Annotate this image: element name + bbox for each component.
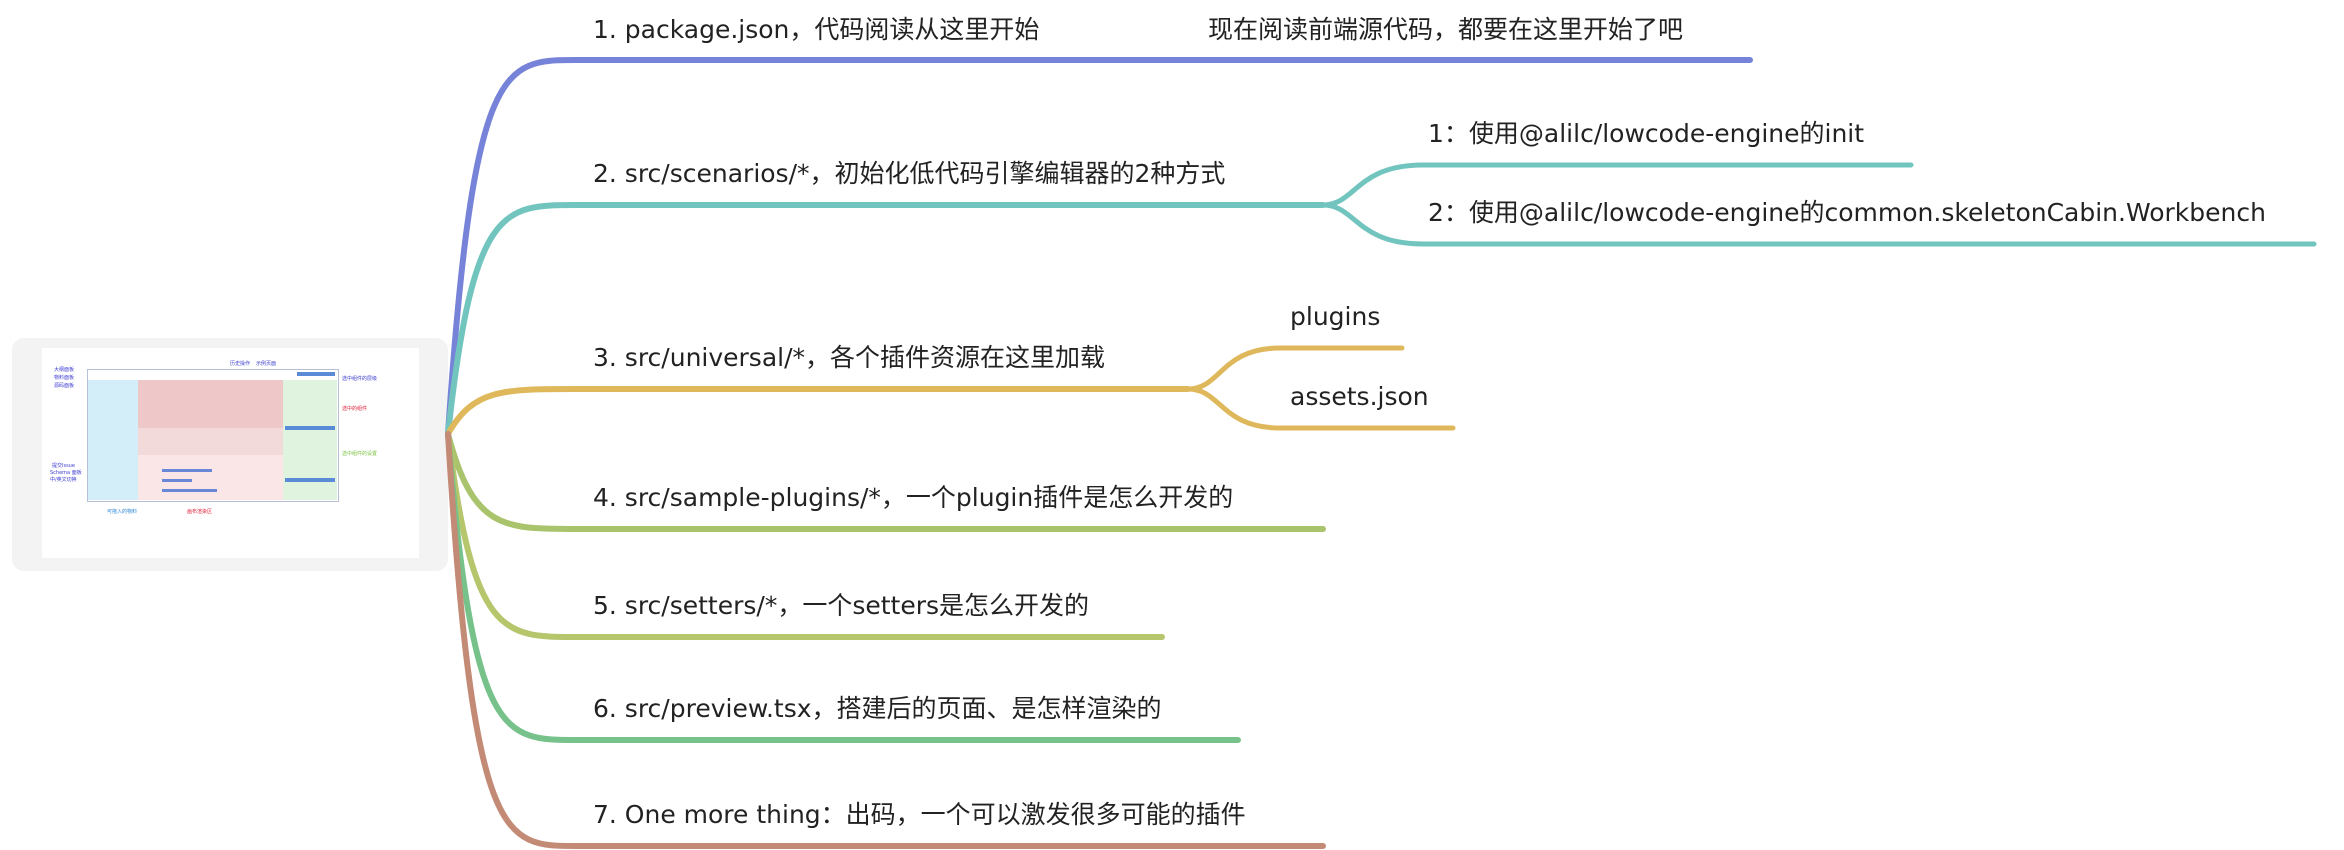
selected-component [138, 380, 283, 428]
bar [285, 478, 335, 482]
branch-3-child-1[interactable]: plugins [1290, 302, 1381, 331]
annotation: 画布渲染区 [187, 509, 213, 515]
branch-2-label[interactable]: 2. src/scenarios/*，初始化低代码引擎编辑器的2种方式 [593, 159, 1226, 188]
branch-2-connector [445, 202, 1326, 437]
branch-5-connector [445, 431, 1165, 640]
branch-2-child-2-connector [1320, 202, 2317, 247]
annotation: 提交Issue [52, 463, 75, 469]
annotation: 中/英文切换 [50, 477, 77, 483]
branch-6-connector [445, 431, 1241, 743]
annotation: 历史操作 [230, 361, 251, 367]
branch-4-label[interactable]: 4. src/sample-plugins/*，一个plugin插件是怎么开发的 [593, 483, 1234, 512]
annotation: 可拖入的物料 [107, 509, 138, 515]
branch-3-child-2[interactable]: assets.json [1290, 382, 1429, 411]
canvas-area [138, 455, 283, 500]
branch-1-note[interactable]: 现在阅读前端源代码，都要在这里开始了吧 [1208, 15, 1684, 44]
material-panel [88, 380, 138, 500]
annotation: 选中的组件 [342, 406, 368, 412]
annotation: 源码面板 [54, 383, 75, 389]
branch-1-label[interactable]: 1. package.json，代码阅读从这里开始 [593, 15, 1040, 44]
branch-3-child-1-connector [1185, 345, 1405, 392]
annotation: 示例页面 [256, 361, 277, 367]
annotation: 物料面板 [54, 375, 75, 381]
branch-3-connector [445, 386, 1191, 437]
branch-4-connector [445, 431, 1326, 532]
canvas-upper [138, 428, 283, 455]
branch-5-label[interactable]: 5. src/setters/*，一个setters是怎么开发的 [593, 591, 1090, 620]
branch-2-child-2[interactable]: 2：使用@alilc/lowcode-engine的common.skeleto… [1428, 198, 2266, 227]
annotation: 选中组件的设置 [342, 451, 378, 457]
branch-6-label[interactable]: 6. src/preview.tsx，搭建后的页面、是怎样渲染的 [593, 694, 1162, 723]
bar [162, 479, 192, 482]
bar [162, 489, 217, 492]
branch-2-child-1[interactable]: 1：使用@alilc/lowcode-engine的init [1428, 119, 1865, 148]
branch-2-child-1-connector [1320, 162, 1914, 208]
bar [162, 469, 212, 472]
bar [285, 426, 335, 430]
annotation: 选中组件的层级 [342, 376, 378, 382]
annotation: 大纲面板 [54, 367, 75, 373]
branch-7-connector [445, 431, 1326, 849]
bar [297, 372, 335, 376]
branch-1-connector [445, 57, 1753, 437]
root-image: 大纲面板 物料面板 源码面板 提交Issue Schema 面板 中/英文切换 … [42, 348, 419, 558]
annotation: Schema 面板 [50, 470, 82, 476]
branch-3-label[interactable]: 3. src/universal/*，各个插件资源在这里加载 [593, 343, 1106, 372]
branch-7-label[interactable]: 7. One more thing：出码，一个可以激发很多可能的插件 [593, 800, 1246, 829]
branch-3-child-2-connector [1185, 386, 1456, 431]
